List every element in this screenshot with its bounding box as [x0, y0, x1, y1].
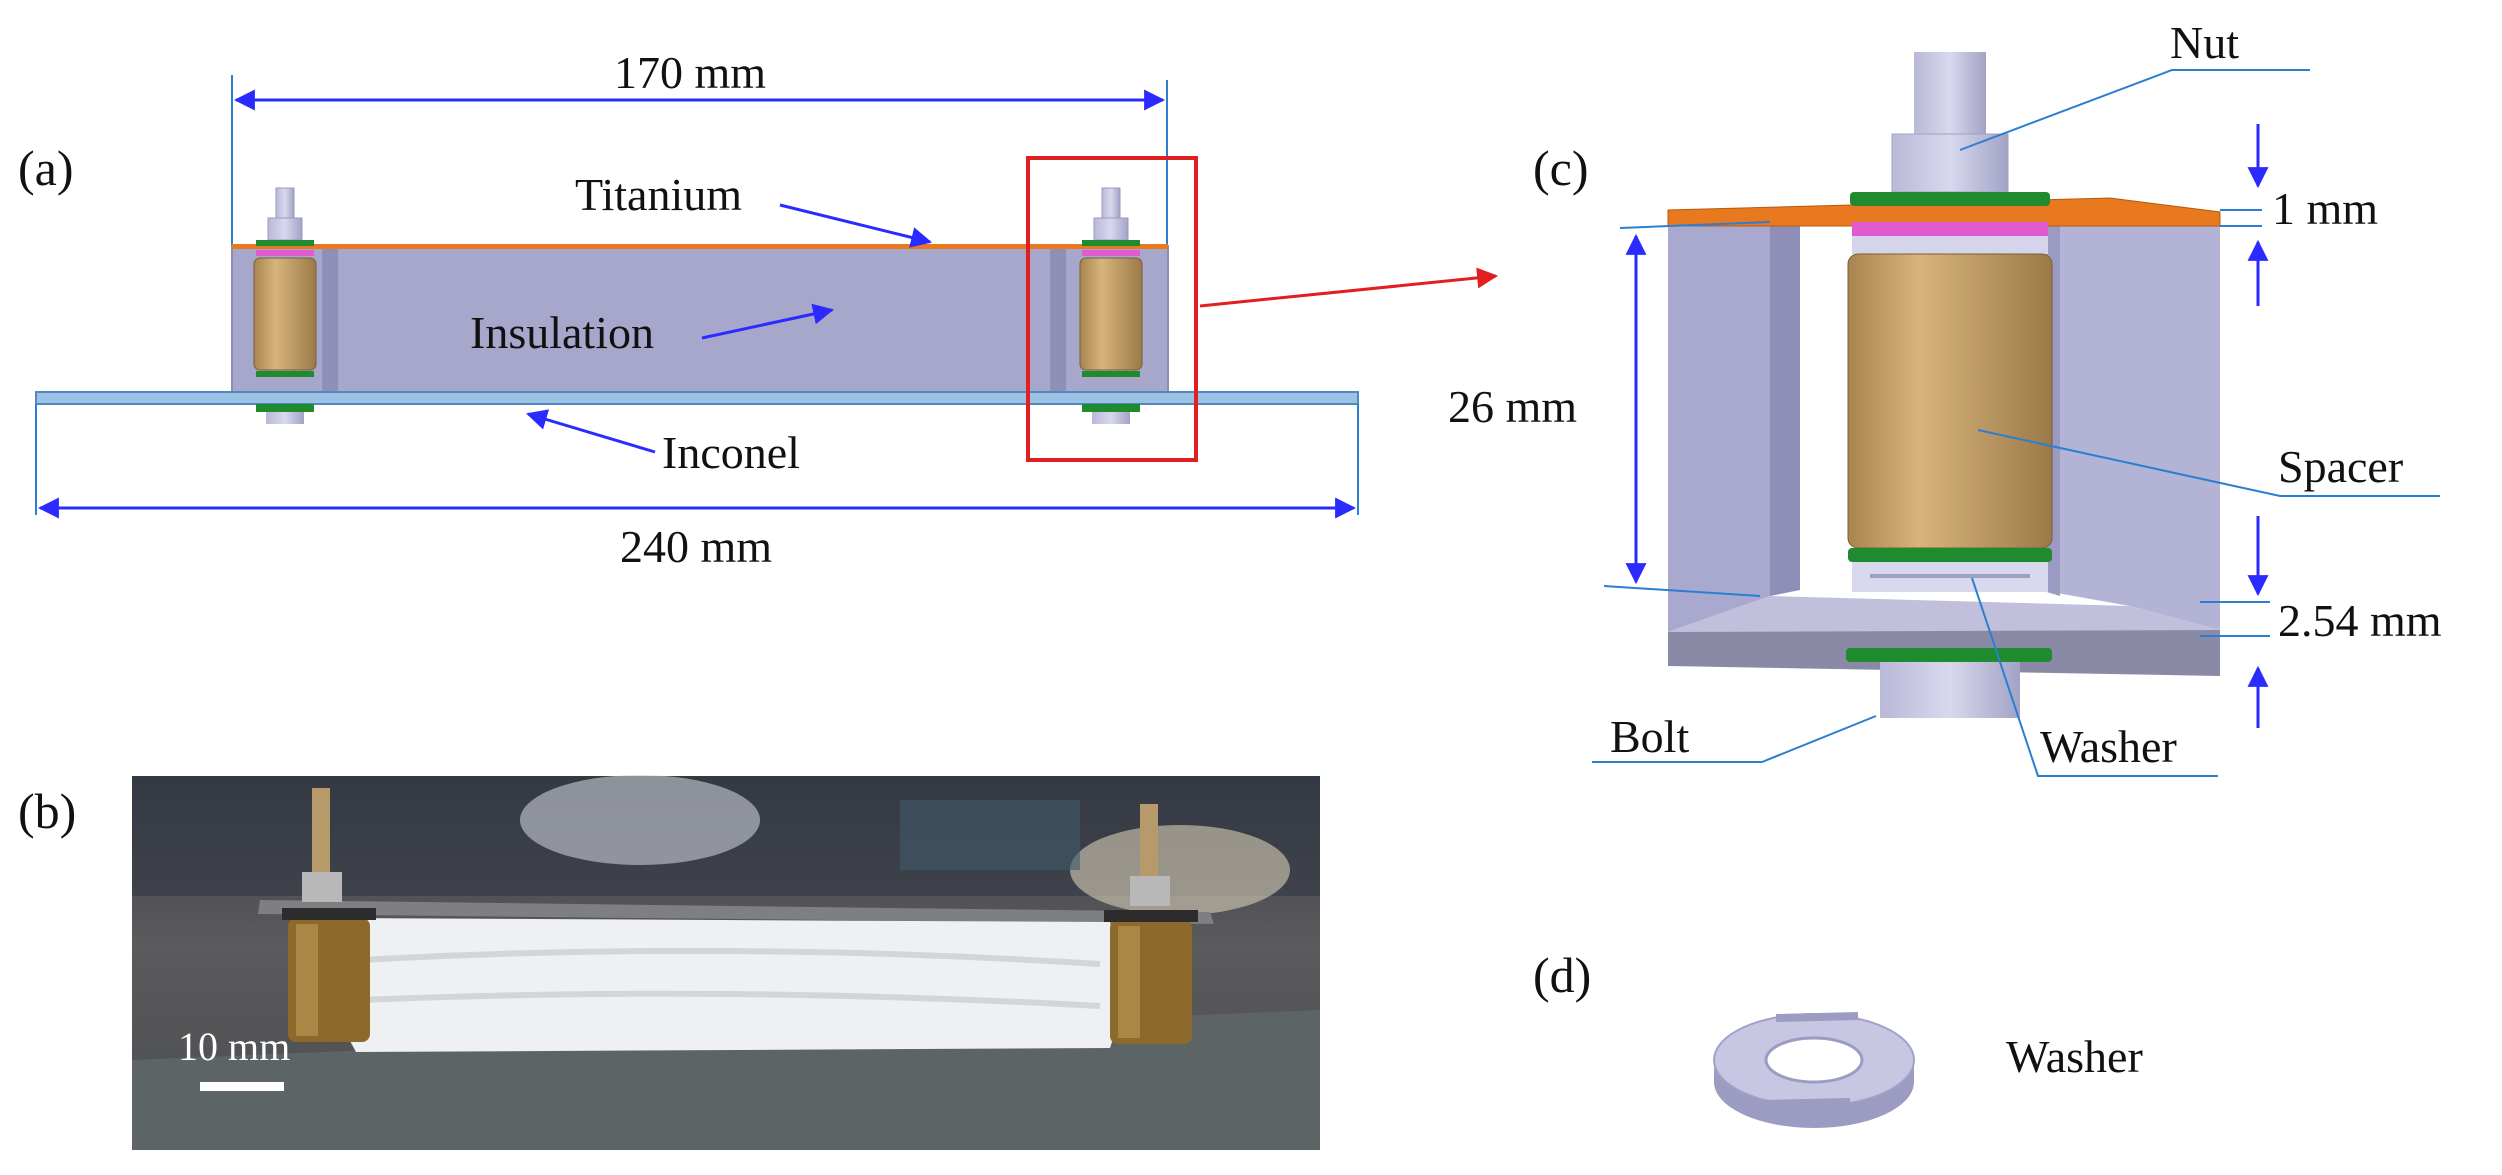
detail-pink-ring — [1852, 222, 2048, 236]
dim-240-label: 240 mm — [620, 521, 772, 572]
label-insulation: Insulation — [470, 307, 654, 358]
insulation-pointer — [701, 303, 835, 340]
inconel-pointer — [525, 409, 656, 454]
titanium-sheet — [232, 244, 1168, 249]
dim-170-label: 170 mm — [614, 47, 766, 98]
detail-washer-bottom — [1846, 648, 2052, 662]
panel-d: (d) Washer — [1533, 947, 2143, 1128]
photo-specimen — [132, 775, 1320, 1150]
dim-26mm-ext-bottom — [1603, 585, 1761, 597]
scale-bar-label: 10 mm — [178, 1024, 290, 1069]
titanium-pointer — [779, 203, 933, 248]
insulation-slot-right — [1050, 246, 1066, 394]
panel-c: (c) Nut — [1448, 17, 2442, 777]
detail-bolt-top — [1914, 52, 1986, 144]
dim-1mm-label: 1 mm — [2272, 183, 2378, 234]
panel-a: (a) 170 mm — [18, 47, 1499, 572]
detail-callout-box — [1026, 156, 1198, 462]
detail-insulation-right — [2040, 215, 2220, 630]
insulation-slot-left — [322, 246, 338, 394]
label-bolt: Bolt — [1610, 711, 1689, 762]
detail-bolt-bottom — [1880, 662, 2020, 718]
label-nut: Nut — [2170, 17, 2239, 68]
detail-nut — [1891, 133, 2009, 193]
label-washer-d: Washer — [2006, 1031, 2143, 1082]
detail-washer-lower — [1848, 548, 2052, 562]
label-titanium: Titanium — [575, 169, 742, 220]
detail-ring-gap — [1852, 236, 2048, 254]
detail-spacer — [1847, 253, 2053, 549]
spacer-leader — [1977, 429, 2440, 497]
scale-bar — [200, 1082, 284, 1091]
bolt-leader — [1592, 715, 1877, 763]
bolt-assembly-right — [1079, 187, 1143, 424]
panel-b: (b) — [18, 775, 1320, 1150]
dim-254-label: 2.54 mm — [2278, 595, 2442, 646]
label-spacer: Spacer — [2278, 441, 2403, 492]
label-inconel: Inconel — [662, 427, 800, 478]
panel-label-a: (a) — [18, 140, 74, 196]
panel-label-c: (c) — [1533, 140, 1589, 196]
panel-label-d: (d) — [1533, 947, 1591, 1003]
panel-label-b: (b) — [18, 783, 76, 839]
washer-3d-icon — [1713, 1012, 1915, 1128]
washer-leader — [1971, 577, 2218, 777]
inconel-plate — [35, 391, 1359, 405]
dim-26mm-ext-top — [1619, 221, 1771, 229]
detail-insulation-left-front — [1668, 225, 1770, 632]
label-washer-c: Washer — [2040, 721, 2177, 772]
detail-insulation-left-inner — [1770, 215, 1800, 596]
detail-washer-top — [1850, 192, 2050, 206]
detail-callout-arrow — [1199, 267, 1499, 308]
bolt-assembly-left — [253, 187, 317, 424]
insulation-block — [231, 245, 1169, 395]
detail-slot-floor — [1668, 596, 2220, 632]
nut-leader — [1959, 69, 2310, 151]
dim-26mm-label: 26 mm — [1448, 381, 1577, 432]
